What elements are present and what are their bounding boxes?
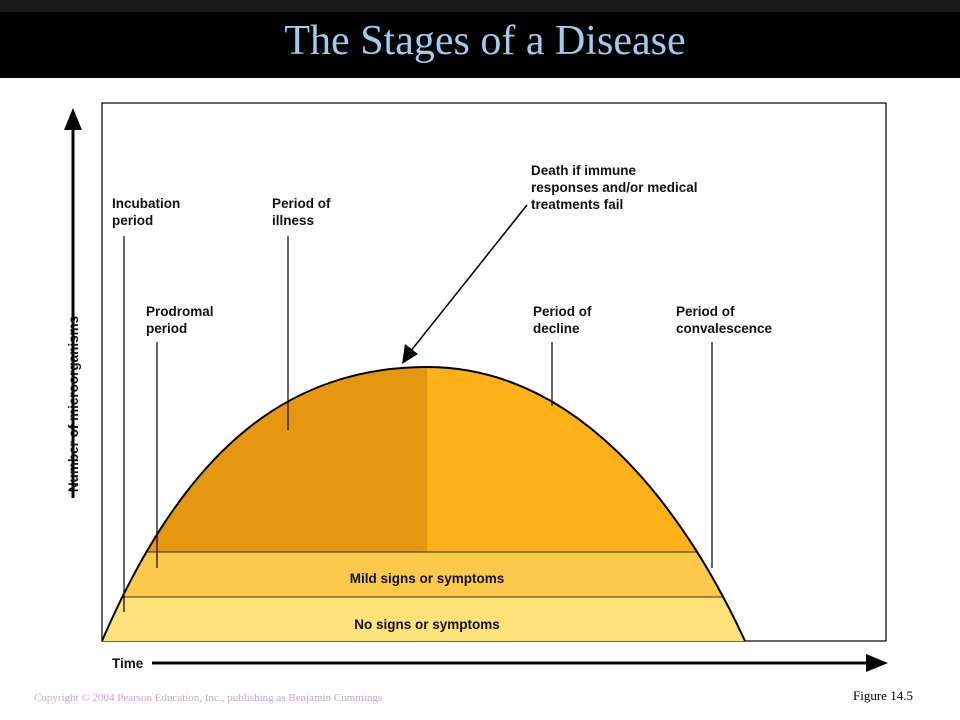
mild-band-region [102, 552, 745, 597]
illness-rising-region [102, 367, 427, 553]
death-note: Death if immune responses and/or medical… [531, 163, 701, 212]
title-bar [0, 0, 960, 78]
mild-band-label: Mild signs or symptoms [350, 571, 505, 586]
figure-label: Figure 14.5 [853, 688, 913, 703]
x-axis-label: Time [112, 656, 144, 671]
illness-falling-region [427, 367, 745, 553]
x-axis-arrow-head [866, 654, 888, 672]
death-arrow-head [402, 344, 418, 364]
death-arrow-shaft [409, 204, 528, 353]
convalescence-label: Period of convalescence [676, 304, 773, 336]
copyright-text: Copyright © 2004 Pearson Education, Inc.… [34, 692, 383, 704]
none-band-label: No signs or symptoms [354, 617, 500, 632]
slide-title: The Stages of a Disease [284, 18, 686, 64]
disease-curve [101, 365, 746, 642]
prodromal-label: Prodromal period [146, 304, 217, 336]
y-axis-label: Number of microorganisms [66, 316, 81, 492]
incubation-label: Incubation period [112, 196, 184, 228]
illness-label: Period of illness [272, 196, 334, 228]
title-bar-strip [0, 0, 960, 12]
none-band-region [102, 597, 745, 641]
y-axis-arrow-head [64, 108, 82, 130]
decline-label: Period of decline [533, 304, 595, 336]
